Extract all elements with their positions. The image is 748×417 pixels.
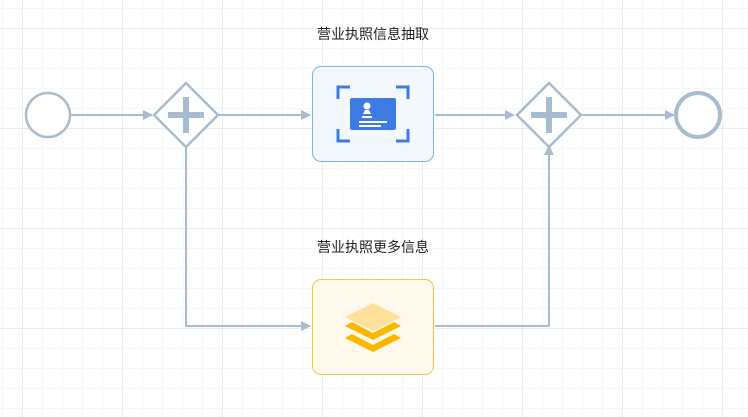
layers-icon: [345, 303, 401, 352]
parallel-gateway-split[interactable]: [152, 81, 220, 149]
task-more-label: 营业执照更多信息: [317, 240, 429, 256]
start-event[interactable]: [24, 91, 72, 139]
flow-split-to-more[interactable]: [185, 147, 311, 331]
flow-more-to-join[interactable]: [435, 145, 554, 327]
license-scan-icon: [336, 85, 410, 143]
end-event[interactable]: [674, 91, 722, 139]
parallel-gateway-join[interactable]: [515, 81, 583, 149]
task-extract[interactable]: [312, 66, 434, 162]
task-extract-label: 营业执照信息抽取: [317, 27, 429, 43]
task-more[interactable]: [312, 279, 434, 375]
